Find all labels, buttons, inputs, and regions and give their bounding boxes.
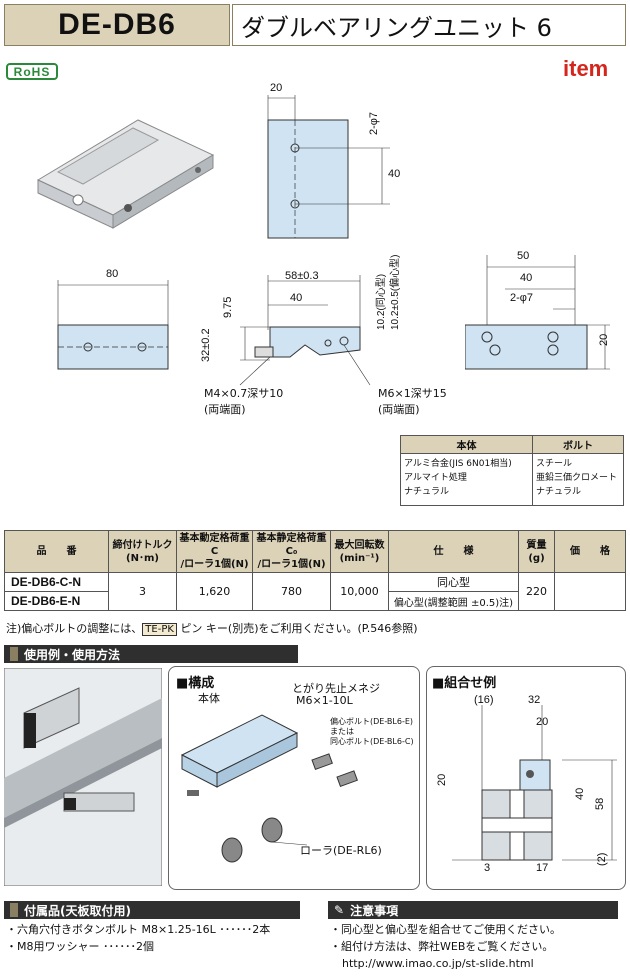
footnote-prefix: 注)偏心ボルトの調整には、 (6, 622, 143, 635)
dim-right-hole: 2-φ7 (510, 292, 534, 304)
model-cell: DE-DB6-E-N (4, 591, 109, 611)
accessories-list: ・六角穴付きボタンボルト M8×1.25-16L ･･････2本 ・M8用ワッ… (6, 921, 270, 955)
tepk-tag: TE-PK (142, 623, 177, 636)
material-body-line: アルミ合金(JIS 6N01相当) (404, 459, 512, 469)
combo-dim-17: 17 (536, 862, 549, 874)
material-bolt-line: ナチュラル (536, 487, 582, 497)
combination-title: ■組合せ例 (432, 676, 497, 691)
dim-front-40: 40 (290, 292, 303, 304)
product-title: ダブルベアリングユニット 6 (232, 4, 626, 46)
spec-table: 品 番 締付けトルク(N･m) 基本動定格荷重 C/ローラ1個(N) 基本静定格… (4, 530, 626, 611)
list-item: ・六角穴付きボタンボルト M8×1.25-16L ･･････2本 (6, 923, 271, 936)
rohs-badge: RoHS (6, 63, 58, 80)
mass-cell: 220 (518, 572, 555, 611)
callout-m6: M6×1深サ15 (378, 387, 447, 400)
usage-section-title: 使用例・使用方法 (24, 647, 121, 662)
callout-m4: M4×0.7深サ10 (204, 387, 284, 400)
footnote: 注)偏心ボルトの調整には、TE-PK ピン キー(別売)をご利用ください。(P.… (6, 620, 418, 636)
col-model: 品 番 (4, 530, 109, 573)
spec-cell: 同心型 (388, 572, 519, 592)
material-bolt-line: スチール (536, 459, 573, 469)
col-max-rpm: 最大回転数(min⁻¹) (330, 530, 389, 573)
combination-drawing (452, 705, 617, 861)
spec-cell: 偏心型(調整範囲 ±0.5)注) (388, 591, 519, 611)
accessories-section-title: 付属品(天板取付用) (24, 903, 131, 918)
dim-right-50: 50 (517, 250, 530, 262)
dim-top-20: 20 (270, 82, 283, 94)
col-spec: 仕 様 (388, 530, 519, 573)
max-rpm-cell: 10,000 (330, 572, 389, 611)
left-view-drawing (57, 280, 169, 370)
col-dynamic-load: 基本動定格荷重 C/ローラ1個(N) (176, 530, 253, 573)
section-marker (10, 903, 18, 917)
dim-left-80: 80 (106, 268, 119, 280)
list-item: ・組付け方法は、弊社WEBをご覧ください。 (330, 940, 554, 953)
col-price: 価 格 (554, 530, 626, 573)
combo-dim-58: 58 (594, 797, 606, 810)
configuration-title: ■構成 (176, 676, 215, 691)
dim-front-32: 32±0.2 (200, 328, 212, 362)
material-body-line: ナチュラル (404, 487, 450, 497)
dim-top-hole: 2-φ7 (368, 111, 380, 135)
label-eccentric-bolt: 偏心ボルト(DE-BL6-E) (330, 717, 414, 726)
callout-m6-sub: (両端面) (378, 403, 420, 416)
usage-photo (4, 668, 162, 886)
top-view-drawing (267, 95, 390, 239)
dim-front-9-75: 9.75 (222, 296, 234, 318)
list-item: ・M8用ワッシャー ･･････2個 (6, 940, 154, 953)
cautions-section-header: ✎ 注意事項 (328, 901, 618, 919)
list-item: ・同心型と偏心型を組合せてご使用ください。 (330, 923, 561, 936)
col-mass: 質量(g) (518, 530, 555, 573)
dynamic-load-cell: 1,620 (176, 572, 253, 611)
wrench-icon: ✎ (334, 903, 345, 917)
cautions-list: ・同心型と偏心型を組合せてご使用ください。 ・組付け方法は、弊社WEBをご覧くだ… (330, 921, 561, 972)
material-body-line: アルマイト処理 (404, 473, 467, 483)
accessories-section-header: 付属品(天板取付用) (4, 901, 300, 919)
label-or: または (330, 727, 354, 736)
material-header-body: 本体 (400, 435, 533, 454)
section-marker (10, 647, 18, 661)
callout-m4-sub: (両端面) (204, 403, 246, 416)
table-row: DE-DB6-E-N 偏心型(調整範囲 ±0.5)注) (4, 591, 626, 611)
static-load-cell: 780 (252, 572, 331, 611)
material-header-bolt: ボルト (532, 435, 624, 454)
col-static-load: 基本静定格荷重 C₀/ローラ1個(N) (252, 530, 331, 573)
combo-dim-20v: 20 (436, 773, 448, 786)
label-set-screw: とがり先止メネジ (292, 682, 380, 695)
combo-dim-16: (16) (474, 694, 494, 706)
material-table: 本体 ボルト アルミ合金(JIS 6N01相当) アルマイト処理 ナチュラル ス… (400, 435, 624, 506)
price-cell (554, 572, 626, 611)
material-bolt-line: 亜鉛三価クロメート (536, 473, 618, 483)
label-concentric-bolt: 同心ボルト(DE-BL6-C) (330, 737, 414, 746)
model-cell: DE-DB6-C-N (4, 572, 109, 592)
product-code: DE-DB6 (4, 4, 230, 46)
col-torque: 締付けトルク(N･m) (108, 530, 177, 573)
exploded-view (180, 714, 358, 863)
dim-front-58: 58±0.3 (285, 270, 319, 282)
combo-dim-2: (2) (596, 852, 608, 866)
material-body-cell: アルミ合金(JIS 6N01相当) アルマイト処理 ナチュラル (400, 453, 533, 506)
combo-dim-20: 20 (536, 716, 549, 728)
front-view-drawing (239, 275, 371, 386)
label-set-screw-size: M6×1-10L (296, 694, 353, 707)
material-bolt-cell: スチール 亜鉛三価クロメート ナチュラル (532, 453, 624, 506)
combo-dim-40: 40 (574, 787, 586, 800)
dim-right-40: 40 (520, 272, 533, 284)
footnote-suffix: ピン キー(別売)をご利用ください。(P.546参照) (176, 622, 418, 635)
label-body: 本体 (198, 692, 220, 705)
dim-right-20: 20 (598, 333, 610, 346)
right-view-drawing (465, 255, 610, 370)
brand-logo: item (563, 56, 609, 81)
table-row: DE-DB6-C-N 3 1,620 780 10,000 同心型 220 (4, 572, 626, 611)
combo-dim-32: 32 (528, 694, 541, 706)
cautions-section-title: 注意事項 (350, 903, 399, 918)
dim-top-40: 40 (388, 168, 401, 180)
unit-3d-illustration (36, 119, 215, 229)
torque-cell: 3 (108, 572, 177, 611)
combo-dim-3: 3 (484, 862, 491, 874)
caution-url[interactable]: http://www.imao.co.jp/st-slide.html (342, 957, 534, 970)
label-roller: ローラ(DE-RL6) (300, 844, 382, 857)
usage-section-header: 使用例・使用方法 (4, 645, 298, 663)
